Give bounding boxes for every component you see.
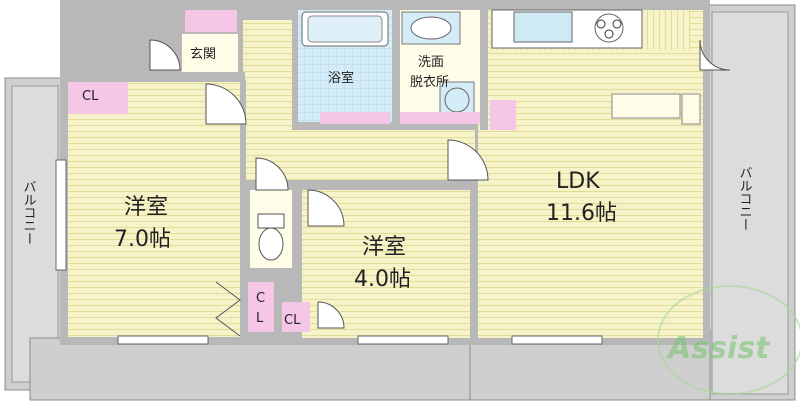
label-western1-name: 洋室 — [124, 195, 168, 220]
label-bath: 浴室 — [328, 70, 354, 86]
assist-logo: Assist — [657, 285, 800, 395]
label-ldk-size: 11.6帖 — [546, 201, 617, 226]
interior-walls — [60, 10, 488, 340]
entrance — [182, 34, 238, 72]
label-cl-bottom-right: CL — [284, 313, 301, 328]
label-cl-bottom-left-2: L — [256, 311, 264, 326]
room-ldk — [478, 10, 703, 338]
balcony-right — [704, 4, 796, 401]
kitchen-counter — [491, 9, 643, 49]
label-cl-top: CL — [82, 89, 99, 104]
balcony-left — [4, 77, 66, 391]
closet-bottom-left — [248, 282, 274, 332]
label-balcony-right: バルコニー — [737, 166, 753, 231]
label-ldk-name: LDK — [556, 169, 600, 194]
label-western2-name: 洋室 — [362, 235, 406, 260]
label-wash-2: 脱衣所 — [410, 74, 449, 90]
label-western2-size: 4.0帖 — [354, 267, 411, 292]
closet-top — [68, 82, 128, 114]
doors — [149, 39, 731, 337]
label-western1-size: 7.0帖 — [114, 227, 171, 252]
watermark-text: Assist — [666, 331, 771, 366]
label-entrance: 玄関 — [190, 47, 216, 62]
closet-bottom-right — [282, 302, 310, 332]
windows — [55, 159, 603, 345]
label-balcony-left: バルコニー — [21, 180, 37, 245]
label-cl-bottom-left-1: C — [256, 291, 265, 306]
label-wash-1: 洗面 — [418, 55, 444, 70]
hallway — [243, 20, 295, 180]
balcony-bottom — [29, 337, 471, 401]
